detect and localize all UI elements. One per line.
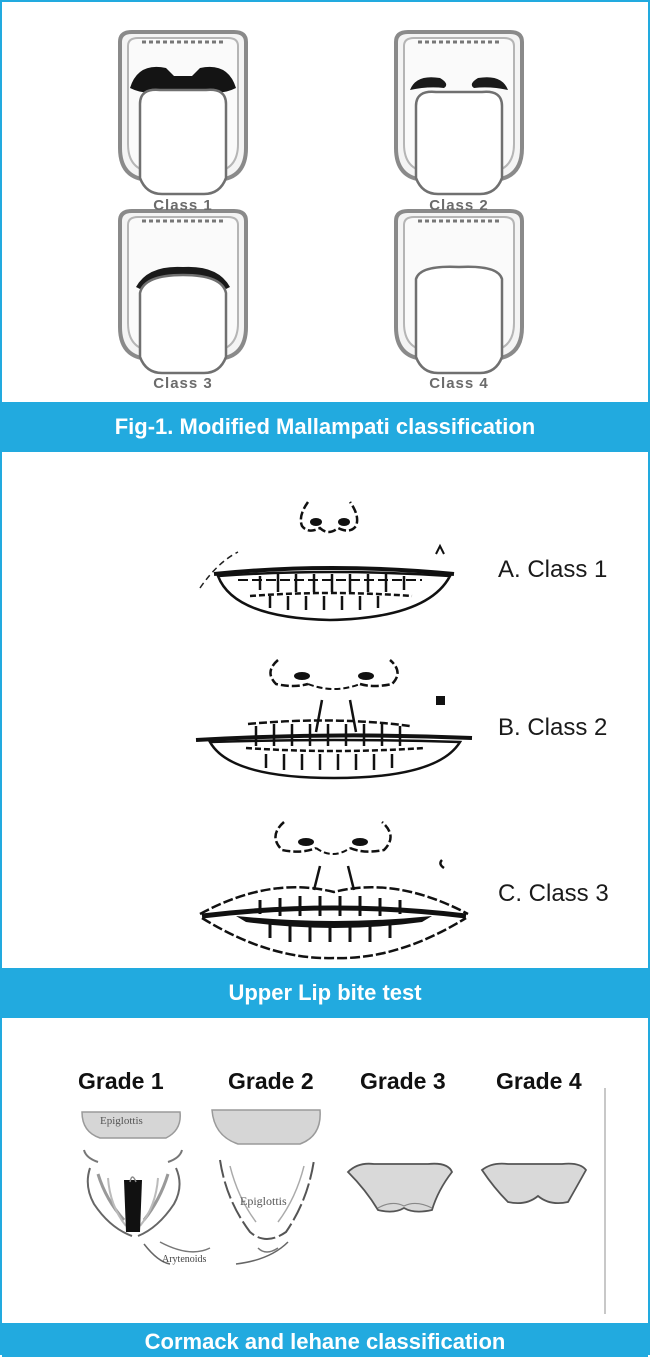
mallampati-caption-bar: Fig-1. Modified Mallampati classificatio…: [2, 402, 648, 452]
grade-2-label: Grade 2: [228, 1068, 314, 1095]
mallampati-class-4-label: Class 4: [384, 375, 534, 392]
mallampati-class-3-label: Class 3: [108, 375, 258, 392]
lip-bite-label-b: B. Class 2: [498, 714, 607, 742]
arytenoids-annotation: Arytenoids: [162, 1254, 206, 1265]
mallampati-class-4-illustration: [384, 207, 534, 377]
grade-3-illustration: [344, 1160, 456, 1220]
vertical-divider: [604, 1088, 606, 1314]
lip-bite-class-1-illustration: [190, 492, 470, 622]
lip-bite-class-2-illustration: [190, 650, 480, 780]
lip-bite-label-c: C. Class 3: [498, 880, 609, 908]
mallampati-class-3-illustration: [108, 207, 258, 377]
lip-bite-caption: Upper Lip bite test: [2, 968, 648, 1018]
grade-1-epiglottis-annotation: Epiglottis: [100, 1115, 143, 1127]
grade-4-label: Grade 4: [496, 1068, 582, 1095]
cormack-lehane-caption: Cormack and lehane classification: [2, 1323, 648, 1361]
grade-2-epiglottis-annotation: Epiglottis: [240, 1194, 287, 1209]
grade-4-illustration: [478, 1160, 590, 1216]
lip-bite-class-3-illustration: [190, 812, 480, 962]
grade-1-illustration: [70, 1108, 210, 1258]
grade-3-label: Grade 3: [360, 1068, 446, 1095]
mallampati-class-2-label: Class 2: [384, 197, 534, 214]
lip-bite-label-a: A. Class 1: [498, 556, 607, 584]
mallampati-caption: Fig-1. Modified Mallampati classificatio…: [2, 402, 648, 452]
mallampati-class-1-label: Class 1: [108, 197, 258, 214]
mallampati-class-2-illustration: [384, 28, 534, 198]
lip-bite-caption-bar: Upper Lip bite test: [2, 968, 648, 1018]
mallampati-class-1-illustration: [108, 28, 258, 198]
grade-1-label: Grade 1: [78, 1068, 164, 1095]
cormack-lehane-caption-bar: Cormack and lehane classification: [2, 1323, 648, 1357]
